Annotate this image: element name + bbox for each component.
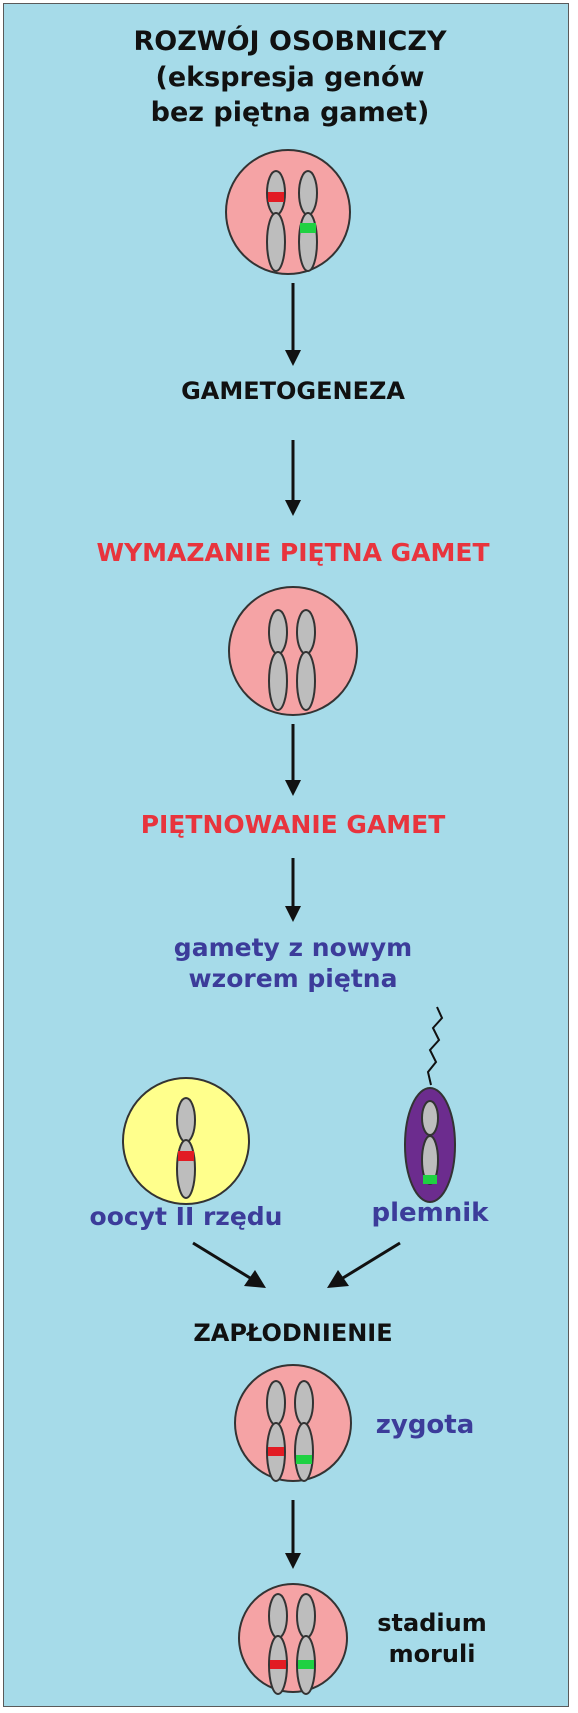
step-fertilization: ZAPŁODNIENIE [143, 1318, 443, 1350]
oocyte-cell [123, 1078, 249, 1204]
step-imprinting: PIĘTNOWANIE GAMET [93, 808, 493, 841]
title-line-2: (ekspresja genów [60, 60, 520, 96]
step-gametogenesis: GAMETOGENEZA [93, 376, 493, 408]
arrow [327, 1243, 400, 1288]
new-pattern-line-1: gamety z nowym [93, 932, 493, 963]
morula-cell [239, 1584, 347, 1694]
sperm-tail [428, 1007, 442, 1085]
paternal-imprint-mark [300, 223, 316, 233]
maternal-imprint-mark [268, 192, 284, 202]
oocyte-label: oocyt II rzędu [56, 1200, 316, 1233]
paternal-imprint-mark [423, 1175, 437, 1184]
arrow [285, 283, 301, 366]
maternal-imprint-mark [178, 1151, 194, 1161]
title-line-3: bez piętna gamet) [60, 95, 520, 131]
sperm-cell [405, 1007, 455, 1202]
arrow [285, 440, 301, 516]
arrow [285, 724, 301, 796]
somatic-cell [226, 150, 350, 274]
zygote-cell [235, 1365, 351, 1481]
new-imprint-pattern-label: gamety z nowym wzorem piętna [93, 932, 493, 995]
maternal-imprint-mark [268, 1447, 284, 1456]
diagram-title: ROZWÓJ OSOBNICZY (ekspresja genów bez pi… [60, 24, 520, 131]
morula-line-1: stadium [362, 1608, 502, 1639]
arrow [193, 1243, 266, 1288]
arrow [285, 858, 301, 922]
morula-label: stadium moruli [362, 1608, 502, 1670]
paternal-imprint-mark [298, 1660, 314, 1669]
arrow [285, 1500, 301, 1569]
title-line-1: ROZWÓJ OSOBNICZY [60, 24, 520, 60]
step-imprint-erasure: WYMAZANIE PIĘTNA GAMET [43, 536, 543, 569]
maternal-imprint-mark [270, 1660, 286, 1669]
paternal-imprint-mark [296, 1455, 312, 1464]
morula-line-2: moruli [362, 1639, 502, 1670]
zygote-label: zygota [370, 1408, 480, 1442]
new-pattern-line-2: wzorem piętna [93, 963, 493, 994]
sperm-label: plemnik [350, 1196, 510, 1230]
erased-cell [229, 587, 357, 715]
